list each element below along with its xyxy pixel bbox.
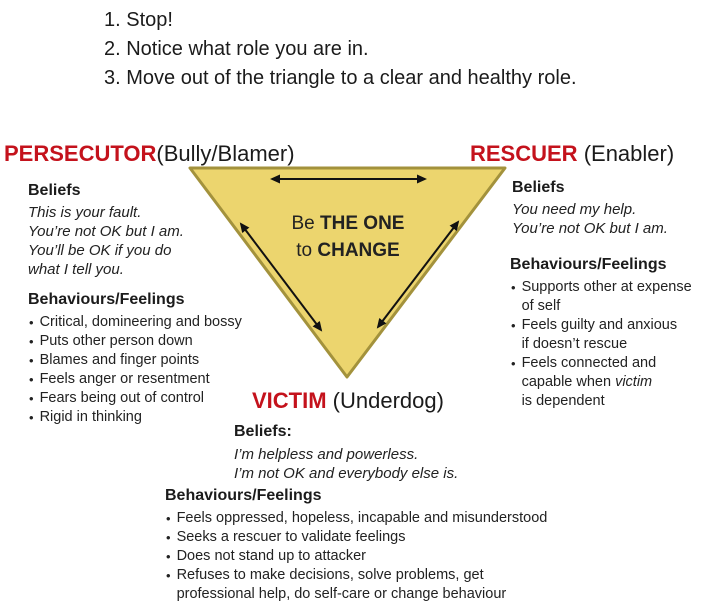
victim-beliefs-text: I’m helpless and powerless. I’m not OK a…: [234, 446, 459, 482]
list-item: •Rigid in thinking: [29, 409, 142, 425]
rescuer-beliefs-text: You need my help. You’re not OK but I am…: [512, 201, 668, 237]
list-item: •Feels connected and capable when victim…: [511, 355, 657, 409]
rescuer-role-label: RESCUER: [470, 141, 578, 166]
bullet-icon: •: [29, 391, 34, 406]
rescuer-behaviours-list: •Supports other at expense of self •Feel…: [511, 278, 711, 411]
bullet-icon: •: [29, 334, 34, 349]
list-item: •Fears being out of control: [29, 390, 204, 406]
rescuer-beliefs-title: Beliefs: [512, 179, 565, 196]
center-line-1: Be THE ONE: [291, 213, 405, 234]
bullet-icon: •: [166, 568, 171, 583]
persecutor-beliefs-text: This is your fault. You’re not OK but I …: [28, 204, 184, 278]
list-item: •Seeks a rescuer to validate feelings: [166, 529, 406, 545]
bullet-icon: •: [29, 315, 34, 330]
bullet-icon: •: [511, 356, 516, 371]
bullet-icon: •: [29, 353, 34, 368]
victim-behaviours-title: Behaviours/Feelings: [165, 487, 322, 504]
persecutor-victim-arrow-icon: [239, 222, 323, 332]
victim-header: VICTIM (Underdog): [252, 388, 444, 414]
list-item: •Critical, domineering and bossy: [29, 314, 242, 330]
persecutor-alias: (Bully/Blamer): [156, 141, 295, 166]
list-item: •Puts other person down: [29, 333, 193, 349]
step-item: 1. Stop!: [104, 9, 173, 31]
rescuer-header: RESCUER (Enabler): [470, 141, 674, 167]
persecutor-behaviours-list: •Critical, domineering and bossy •Puts o…: [29, 313, 264, 427]
persecutor-behaviours-title: Behaviours/Feelings: [28, 291, 185, 308]
list-item: •Feels anger or resentment: [29, 371, 210, 387]
list-item: •Feels guilty and anxious if doesn’t res…: [511, 317, 678, 352]
bullet-icon: •: [511, 280, 516, 295]
bullet-icon: •: [166, 549, 171, 564]
persecutor-header: PERSECUTOR(Bully/Blamer): [4, 141, 295, 167]
list-item: •Does not stand up to attacker: [166, 548, 366, 564]
victim-role-label: VICTIM: [252, 388, 327, 413]
persecutor-beliefs-title: Beliefs: [28, 182, 81, 199]
list-item: •Blames and finger points: [29, 352, 200, 368]
victim-alias: (Underdog): [326, 388, 444, 413]
persecutor-role-label: PERSECUTOR: [4, 141, 157, 166]
victim-beliefs-title: Beliefs:: [234, 423, 292, 440]
rescuer-behaviours-title: Behaviours/Feelings: [510, 256, 667, 273]
list-item: •Feels oppressed, hopeless, incapable an…: [166, 510, 548, 526]
bullet-icon: •: [166, 511, 171, 526]
rescuer-victim-arrow-icon: [376, 220, 460, 329]
bullet-icon: •: [166, 530, 171, 545]
bullet-icon: •: [29, 410, 34, 425]
center-line-2: to CHANGE: [296, 240, 400, 261]
step-item: 2. Notice what role you are in.: [104, 38, 369, 60]
victim-behaviours-list: •Feels oppressed, hopeless, incapable an…: [166, 509, 596, 604]
rescuer-alias: (Enabler): [577, 141, 675, 166]
step-item: 3. Move out of the triangle to a clear a…: [104, 67, 577, 89]
triangle-center-text: Be THE ONE to CHANGE: [252, 210, 444, 264]
steps-list: 1. Stop! 2. Notice what role you are in.…: [104, 6, 577, 93]
list-item: •Refuses to make decisions, solve proble…: [166, 567, 507, 602]
list-item: •Supports other at expense of self: [511, 279, 692, 314]
bullet-icon: •: [511, 318, 516, 333]
bullet-icon: •: [29, 372, 34, 387]
